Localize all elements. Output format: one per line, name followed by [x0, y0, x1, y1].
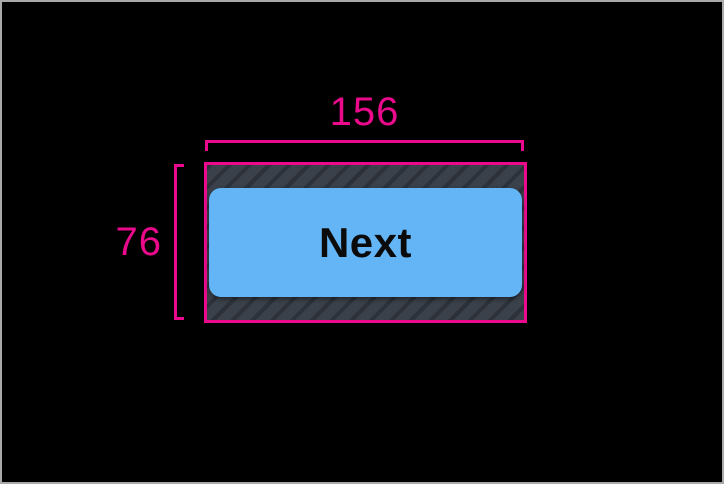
width-dimension-line	[205, 140, 524, 151]
height-dimension-line	[174, 164, 184, 320]
padding-highlight-box: Next	[204, 162, 527, 323]
next-button[interactable]: Next	[209, 188, 522, 297]
height-dimension-label: 76	[115, 220, 162, 264]
width-dimension-label: 156	[329, 90, 400, 134]
